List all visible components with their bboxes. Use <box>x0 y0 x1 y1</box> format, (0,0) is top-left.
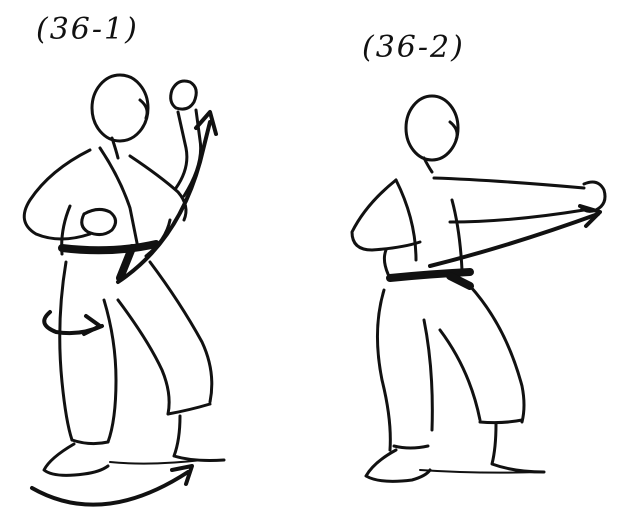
right-foot <box>490 422 546 474</box>
punch-arm-top <box>432 176 586 190</box>
face-profile <box>448 120 459 142</box>
right-pant-inner <box>116 298 171 416</box>
gi-lapel <box>394 178 418 262</box>
raised-forearm <box>174 110 189 190</box>
gi-lapel <box>98 146 140 250</box>
karate-stance-drawing-icon <box>22 73 226 507</box>
left-pant-outer <box>376 288 392 452</box>
right-foot <box>172 414 226 462</box>
neck-line <box>422 156 434 174</box>
foot-slide-arrow-head <box>170 464 194 486</box>
left-foot <box>364 448 432 483</box>
punch-arm-bottom <box>448 208 586 224</box>
punching-fist <box>578 180 607 213</box>
left-pant-inner <box>422 318 434 432</box>
right-pant-hem <box>166 402 212 416</box>
right-pant-inner <box>438 328 482 422</box>
figure-36-2: (36-2) <box>300 0 623 513</box>
hip-rotation-arrow-head <box>82 314 102 336</box>
left-pant-hem <box>392 444 430 450</box>
floor-line <box>109 459 203 465</box>
forward-punch-arrow-icon <box>428 212 600 268</box>
left-pant-hem <box>70 438 110 446</box>
upward-curved-arrow-icon <box>116 120 212 284</box>
neck-line <box>110 136 120 160</box>
left-pant-outer <box>58 260 74 442</box>
black-belt <box>386 268 474 282</box>
gi-right-shoulder <box>128 154 188 222</box>
right-pant-hem <box>478 418 524 425</box>
belt-knot <box>116 244 136 282</box>
left-arm-sleeve <box>22 148 92 241</box>
forward-punch-arrow-head <box>578 204 602 228</box>
raised-fist <box>169 79 198 111</box>
gi-right-side <box>450 198 464 272</box>
black-belt <box>58 240 160 255</box>
left-pant-inner <box>102 298 118 444</box>
upward-arrow-head <box>194 110 218 136</box>
chamber-arm <box>350 178 422 252</box>
right-pant-outer <box>468 284 526 424</box>
hip-fist <box>80 207 117 237</box>
figure-36-1: (36-1) <box>0 0 300 513</box>
floor-line <box>419 469 541 474</box>
face-profile <box>138 98 149 120</box>
karate-punch-drawing-icon <box>350 94 607 483</box>
figure-label-36-2: (36-2) <box>362 30 465 65</box>
figure-label-36-1: (36-1) <box>36 12 139 47</box>
head-shape <box>90 73 150 143</box>
head-shape <box>404 94 460 162</box>
left-foot <box>42 442 110 477</box>
gi-left-side <box>382 248 390 276</box>
belt-knot <box>446 272 474 290</box>
right-pant-outer <box>148 260 214 404</box>
foot-slide-arrow-icon <box>30 470 190 507</box>
